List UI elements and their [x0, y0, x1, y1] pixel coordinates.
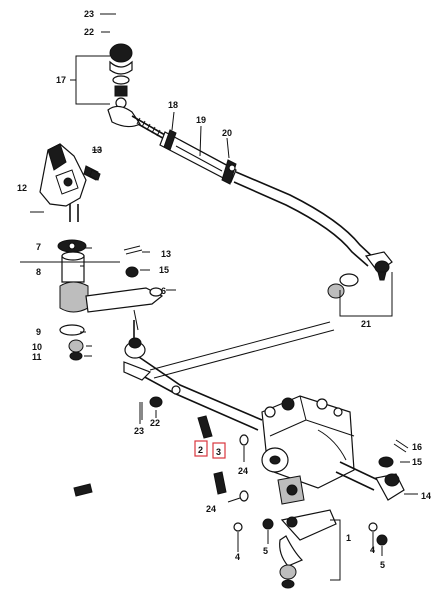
adjuster-sleeve: [159, 129, 237, 185]
loose-bolts: [73, 169, 409, 546]
highlight-box-part-3: [212, 442, 226, 459]
label-part-15-right: 15: [412, 457, 422, 467]
label-part-23-mid: 23: [134, 426, 144, 436]
ball-joint-right: [327, 251, 393, 299]
idler-bracket: [39, 143, 99, 222]
label-part-7: 7: [36, 242, 41, 252]
drag-link-rod: [233, 171, 377, 267]
label-part-4-left: 4: [235, 552, 240, 562]
highlight-box-part-2: [194, 440, 208, 457]
label-part-13-top: 13: [92, 145, 102, 155]
label-part-6: 6: [161, 286, 166, 296]
label-part-11: 11: [32, 352, 42, 362]
part-labels: 23 22 17 18 19 20 13 12 7 13 15 8 6 21 9…: [17, 9, 431, 570]
label-part-16: 16: [412, 442, 422, 452]
steering-gearbox: [261, 395, 355, 505]
label-part-22-top: 22: [84, 27, 94, 37]
label-part-13-lower: 13: [161, 249, 171, 259]
label-part-1: 1: [346, 533, 351, 543]
label-part-15-left: 15: [159, 265, 169, 275]
label-part-19: 19: [196, 115, 206, 125]
pitman-arm: [279, 509, 337, 589]
label-part-2: 2: [198, 445, 203, 455]
ball-joint-top: [107, 43, 141, 128]
label-part-24-upper: 24: [238, 466, 248, 476]
label-part-5-left: 5: [263, 546, 268, 556]
leader-lines: [20, 13, 418, 581]
label-part-5-right: 5: [380, 560, 385, 570]
label-part-10: 10: [32, 342, 42, 352]
label-part-9: 9: [36, 327, 41, 337]
label-part-20: 20: [222, 128, 232, 138]
label-part-14: 14: [421, 491, 431, 501]
label-part-12: 12: [17, 183, 27, 193]
label-part-21: 21: [361, 319, 371, 329]
tie-rod-right: [335, 461, 405, 501]
label-part-23-top: 23: [84, 9, 94, 19]
label-part-8: 8: [36, 267, 41, 277]
relay-rod: [133, 309, 335, 379]
idler-arm-stack: [57, 239, 164, 361]
label-part-3: 3: [216, 447, 221, 457]
label-part-4-right: 4: [370, 545, 375, 555]
label-part-18: 18: [168, 100, 178, 110]
label-part-17: 17: [56, 75, 66, 85]
label-part-22-mid: 22: [150, 418, 160, 428]
center-link: [123, 320, 263, 431]
label-part-24-lower: 24: [206, 504, 216, 514]
